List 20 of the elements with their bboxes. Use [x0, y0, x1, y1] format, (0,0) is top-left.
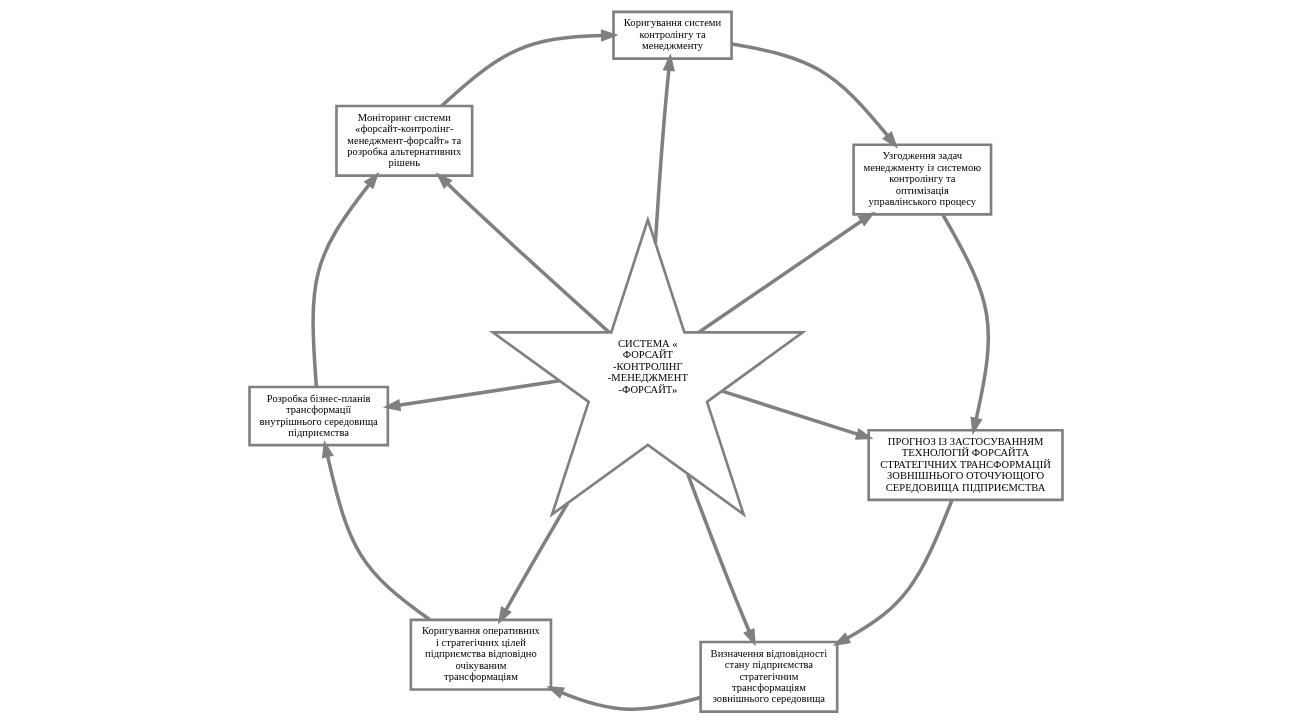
node-box: Визначення відповідності стану підприємства стратегічним трансформаціям зовнішнього середовища	[698, 640, 838, 713]
node-box: Коригування оперативних і стратегічних цілей підприємства відповідно очікуваним трансформаціям	[409, 618, 552, 691]
arrow	[321, 440, 431, 622]
arrow	[832, 499, 954, 646]
node-box: Моніторинг системи «форсайт-контролінг-менеджмент-форсайт» та розробка альтернативних рішень	[334, 104, 473, 177]
arrow	[653, 53, 675, 243]
arrow	[721, 389, 874, 440]
node-box: Розробка бізнес-планів трансформації внутрішнього середовища підприємства	[247, 385, 389, 447]
arrow	[310, 171, 379, 387]
arrow	[497, 502, 569, 625]
node-box: Узгодження задач менеджменту із системою контролінгу та оптимізація управлінського процесу	[851, 143, 992, 216]
arrow	[440, 29, 619, 108]
arrow	[730, 42, 898, 149]
node-box: ПРОГНОЗ ІЗ ЗАСТОСУВАННЯМ ТЕХНОЛОГІЙ ФОРСАЙТА СТРАТЕГІЧНИХ ТРАНСФОРМАЦІЙ ЗОВНІШНЬОГО ОТОЧУЮЩОГО СЕРЕДОВИЩА ПІДПРИЄМСТВА	[866, 428, 1064, 502]
arrow	[940, 213, 990, 436]
arrow	[697, 211, 875, 334]
arrow	[685, 473, 756, 647]
arrow	[545, 686, 701, 711]
arrow	[382, 379, 560, 412]
node-box: Коригування системи контролінгу та менеджменту	[611, 10, 733, 60]
